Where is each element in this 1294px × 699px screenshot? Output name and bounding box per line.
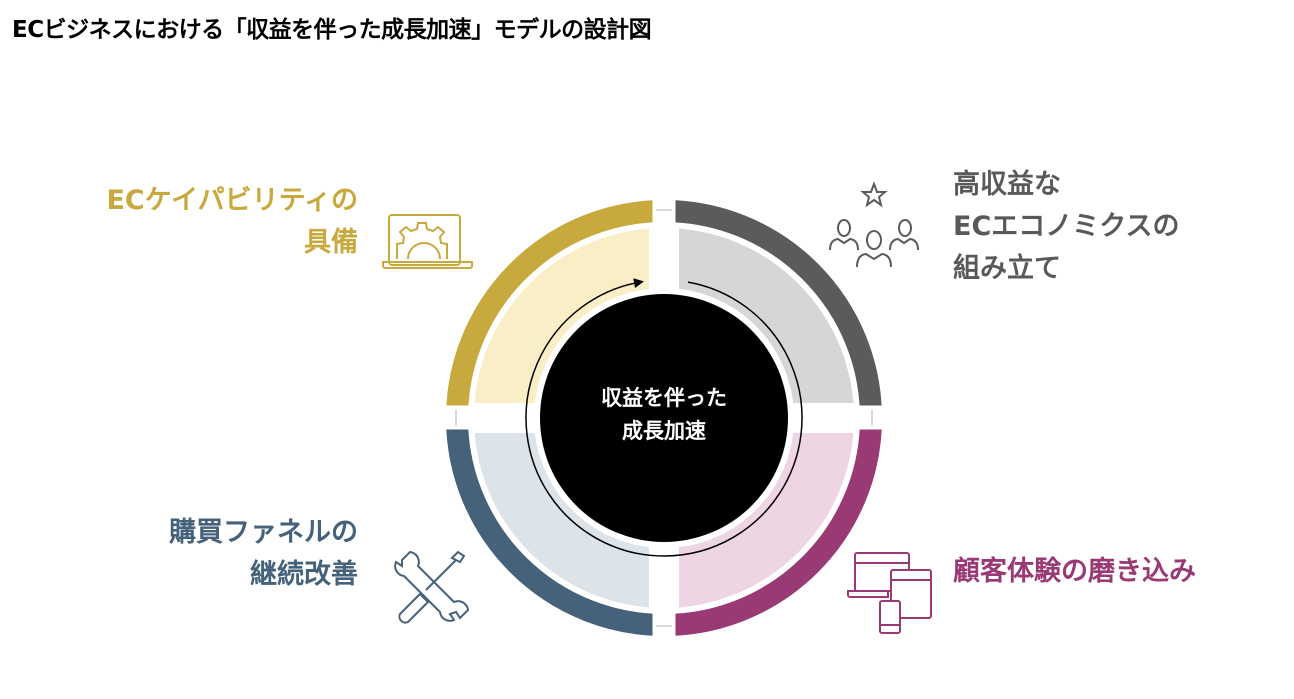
laptop-gear-icon (382, 214, 473, 269)
label-line: 購買ファネルの (169, 517, 358, 548)
people-star-icon (829, 181, 919, 268)
label-line: 顧客体験の磨き込み (953, 556, 1196, 587)
label-funnel: 購買ファネルの 継続改善 (169, 512, 358, 596)
label-line: ECケイパビリティの (106, 185, 358, 216)
label-line: 具備 (304, 227, 358, 258)
label-line: 高収益な (953, 169, 1061, 200)
label-economics: 高収益な ECエコノミクスの 組み立て (953, 164, 1179, 290)
label-line: 組み立て (953, 253, 1061, 284)
page-title: ECビジネスにおける「収益を伴った成長加速」モデルの設計図 (12, 17, 652, 43)
label-line: 継続改善 (250, 559, 358, 590)
gap-ticks (455, 209, 873, 627)
label-cx: 顧客体験の磨き込み (953, 551, 1196, 593)
label-capability: ECケイパビリティの 具備 (106, 180, 358, 264)
label-line: ECエコノミクスの (953, 211, 1180, 242)
center-line: 収益を伴った (601, 386, 727, 410)
center-circle (540, 294, 788, 542)
center-line: 成長加速 (622, 419, 706, 443)
cycle-arrow (525, 278, 803, 557)
tools-icon (394, 550, 470, 624)
devices-icon (847, 552, 932, 634)
center-label: 収益を伴った 成長加速 (564, 382, 764, 448)
